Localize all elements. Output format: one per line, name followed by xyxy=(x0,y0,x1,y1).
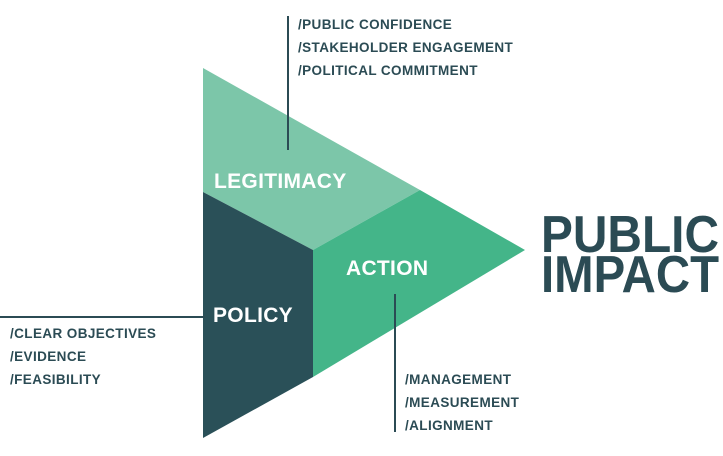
policy-segment xyxy=(203,192,313,438)
action-list-item: /MANAGEMENT xyxy=(405,372,512,387)
legitimacy-list-item: /POLITICAL COMMITMENT xyxy=(298,63,478,78)
action-segment xyxy=(313,190,525,377)
policy-label: POLICY xyxy=(213,304,293,327)
action-label: ACTION xyxy=(346,257,428,280)
legitimacy-label: LEGITIMACY xyxy=(214,170,347,193)
legitimacy-list-item: /PUBLIC CONFIDENCE xyxy=(298,17,452,32)
title-line-2: IMPACT xyxy=(541,246,719,304)
action-list-item: /ALIGNMENT xyxy=(405,418,493,433)
policy-list-item: /FEASIBILITY xyxy=(10,372,101,387)
legitimacy-list-item: /STAKEHOLDER ENGAGEMENT xyxy=(298,40,514,55)
policy-list-item: /CLEAR OBJECTIVES xyxy=(10,326,156,341)
action-list-item: /MEASUREMENT xyxy=(405,395,520,410)
title-line-1: PUBLIC xyxy=(541,206,719,264)
legitimacy-segment xyxy=(203,68,420,250)
policy-list-item: /EVIDENCE xyxy=(10,349,86,364)
